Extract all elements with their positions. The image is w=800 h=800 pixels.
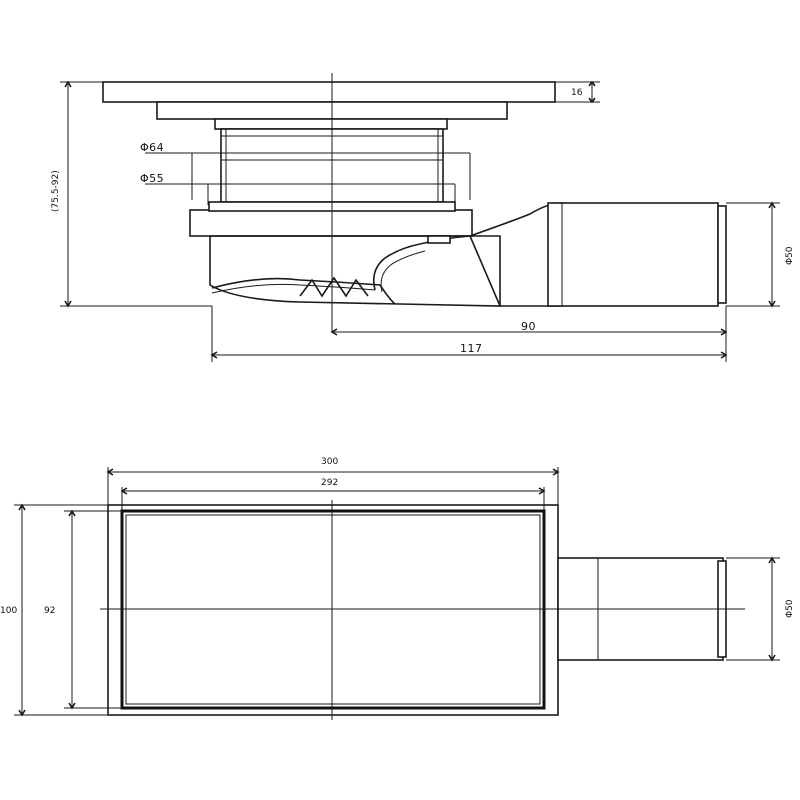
trap-body [209,235,501,307]
trap-hook [372,235,471,291]
outlet-length-label: 90 [521,320,536,333]
inner-height-label: 92 [44,606,55,616]
top-view: 300 292 100 92 Φ50 [0,457,795,720]
total-length-label: 117 [460,342,483,355]
outlet-pipe [547,202,719,307]
outlet-diameter-top-label: Φ50 [785,599,795,618]
side-view: Φ64 Φ55 16 (75.5-92) Φ50 90 117 [51,73,795,362]
outlet-diameter-side-label: Φ50 [785,246,795,265]
diameter-55-label: Φ55 [140,172,164,185]
body-collar [189,209,473,237]
overall-height-label: (75.5-92) [51,170,61,212]
diameter-64-label: Φ64 [140,141,164,154]
inner-width-label: 292 [321,478,338,488]
outer-height-label: 100 [0,606,17,616]
flange-thickness-label: 16 [571,88,583,98]
outlet-end [717,205,727,304]
grate-plate [102,81,556,103]
outer-frame [107,504,559,716]
trap-wave [299,276,369,298]
outer-width-label: 300 [321,457,338,467]
neck-ring [214,118,448,130]
